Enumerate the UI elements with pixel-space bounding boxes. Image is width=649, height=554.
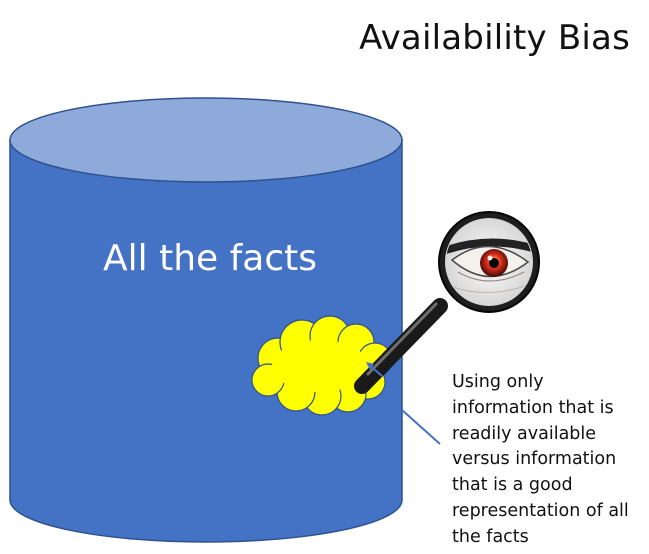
connector-line <box>401 409 441 445</box>
eye-icon <box>446 238 532 293</box>
caption-text: Using only information that is readily a… <box>452 372 629 547</box>
page-title: Availability Bias <box>359 18 630 58</box>
magnifying-glass-icon <box>354 211 540 394</box>
magnifier-handle <box>354 298 448 394</box>
facts-cylinder <box>9 97 403 543</box>
pointer-arrow <box>366 362 383 377</box>
cylinder-body <box>9 139 403 543</box>
cylinder-top <box>9 97 403 183</box>
cylinder-label: All the facts <box>103 238 317 279</box>
